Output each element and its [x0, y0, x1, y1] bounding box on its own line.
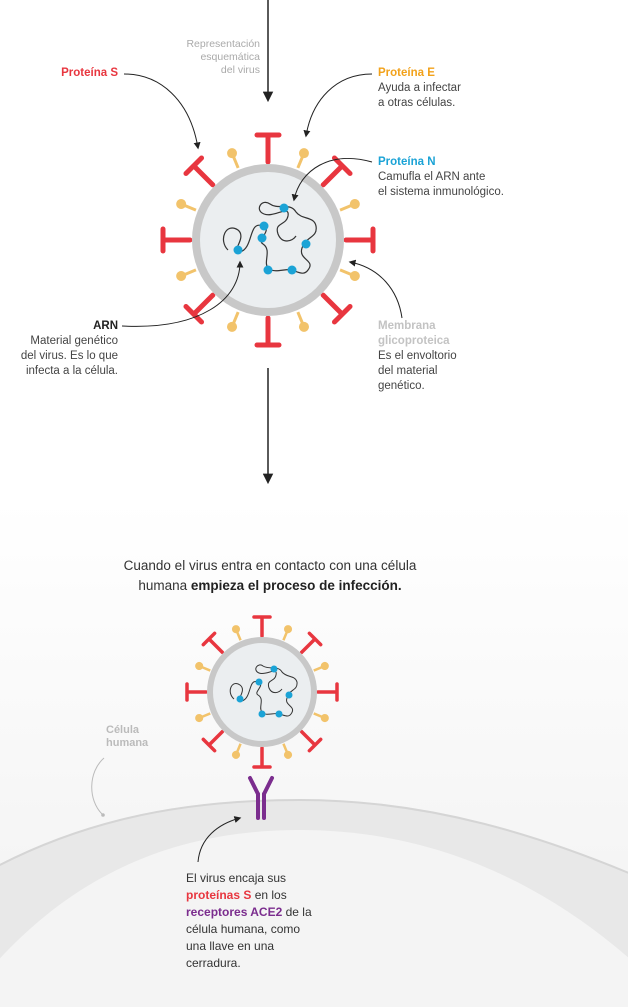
virus-interior — [200, 172, 336, 308]
cell-membrane — [0, 798, 628, 874]
label-membrana: Membrana glicoproteica Es el envoltorio … — [378, 320, 457, 392]
leader-proteina-n — [291, 157, 373, 202]
virus-small — [185, 615, 339, 769]
virus-large — [160, 132, 376, 348]
bottom-description: El virus encaja sus proteínas S en los r… — [186, 871, 312, 970]
s-proteins — [160, 132, 376, 348]
ace2-receptor — [248, 776, 274, 820]
e-proteins — [176, 148, 360, 332]
label-proteina-n: Proteína N Camufla el ARN ante el sistem… — [378, 156, 504, 198]
label-celula-humana: Célula humana — [106, 724, 149, 749]
leader-membrana — [348, 259, 403, 319]
rna-strand — [223, 201, 317, 274]
label-proteina-s: Proteína S — [61, 67, 118, 79]
human-cell-inner — [0, 830, 628, 1007]
leader-celula — [91, 757, 105, 815]
label-proteina-e: Proteína E Ayuda a infectar a otras célu… — [378, 67, 461, 109]
leader-arn — [121, 260, 244, 327]
leader-receptor — [197, 816, 242, 863]
leader-proteina-e — [303, 73, 373, 138]
label-arn: ARN Material genético del virus. Es lo q… — [20, 320, 118, 377]
n-proteins — [233, 203, 311, 275]
leader-proteina-s — [123, 73, 201, 150]
top-caption: Representación esquemática del virus — [186, 38, 260, 76]
intro-text: Cuando el virus entra en contacto con un… — [123, 558, 417, 593]
